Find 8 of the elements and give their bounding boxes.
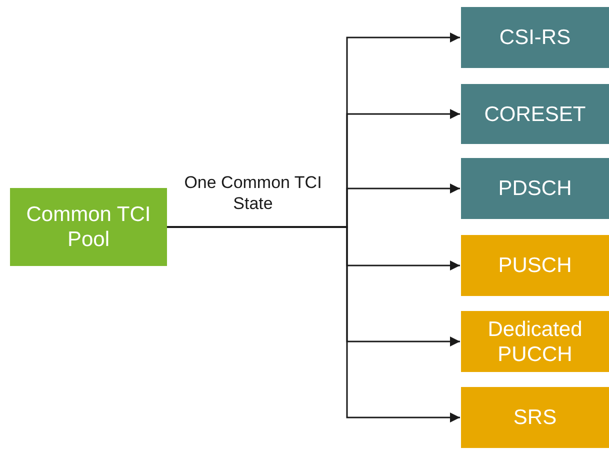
downlink-box: CORESET	[461, 84, 609, 144]
downlink-box: PDSCH	[461, 158, 609, 219]
uplink-box: PUSCH	[461, 235, 609, 296]
uplink-box: SRS	[461, 387, 609, 448]
source-box: Common TCI Pool	[10, 188, 167, 266]
downlink-box: CSI-RS	[461, 7, 609, 68]
uplink-box: Dedicated PUCCH	[461, 311, 609, 372]
edge-label: One Common TCI State	[183, 172, 323, 214]
